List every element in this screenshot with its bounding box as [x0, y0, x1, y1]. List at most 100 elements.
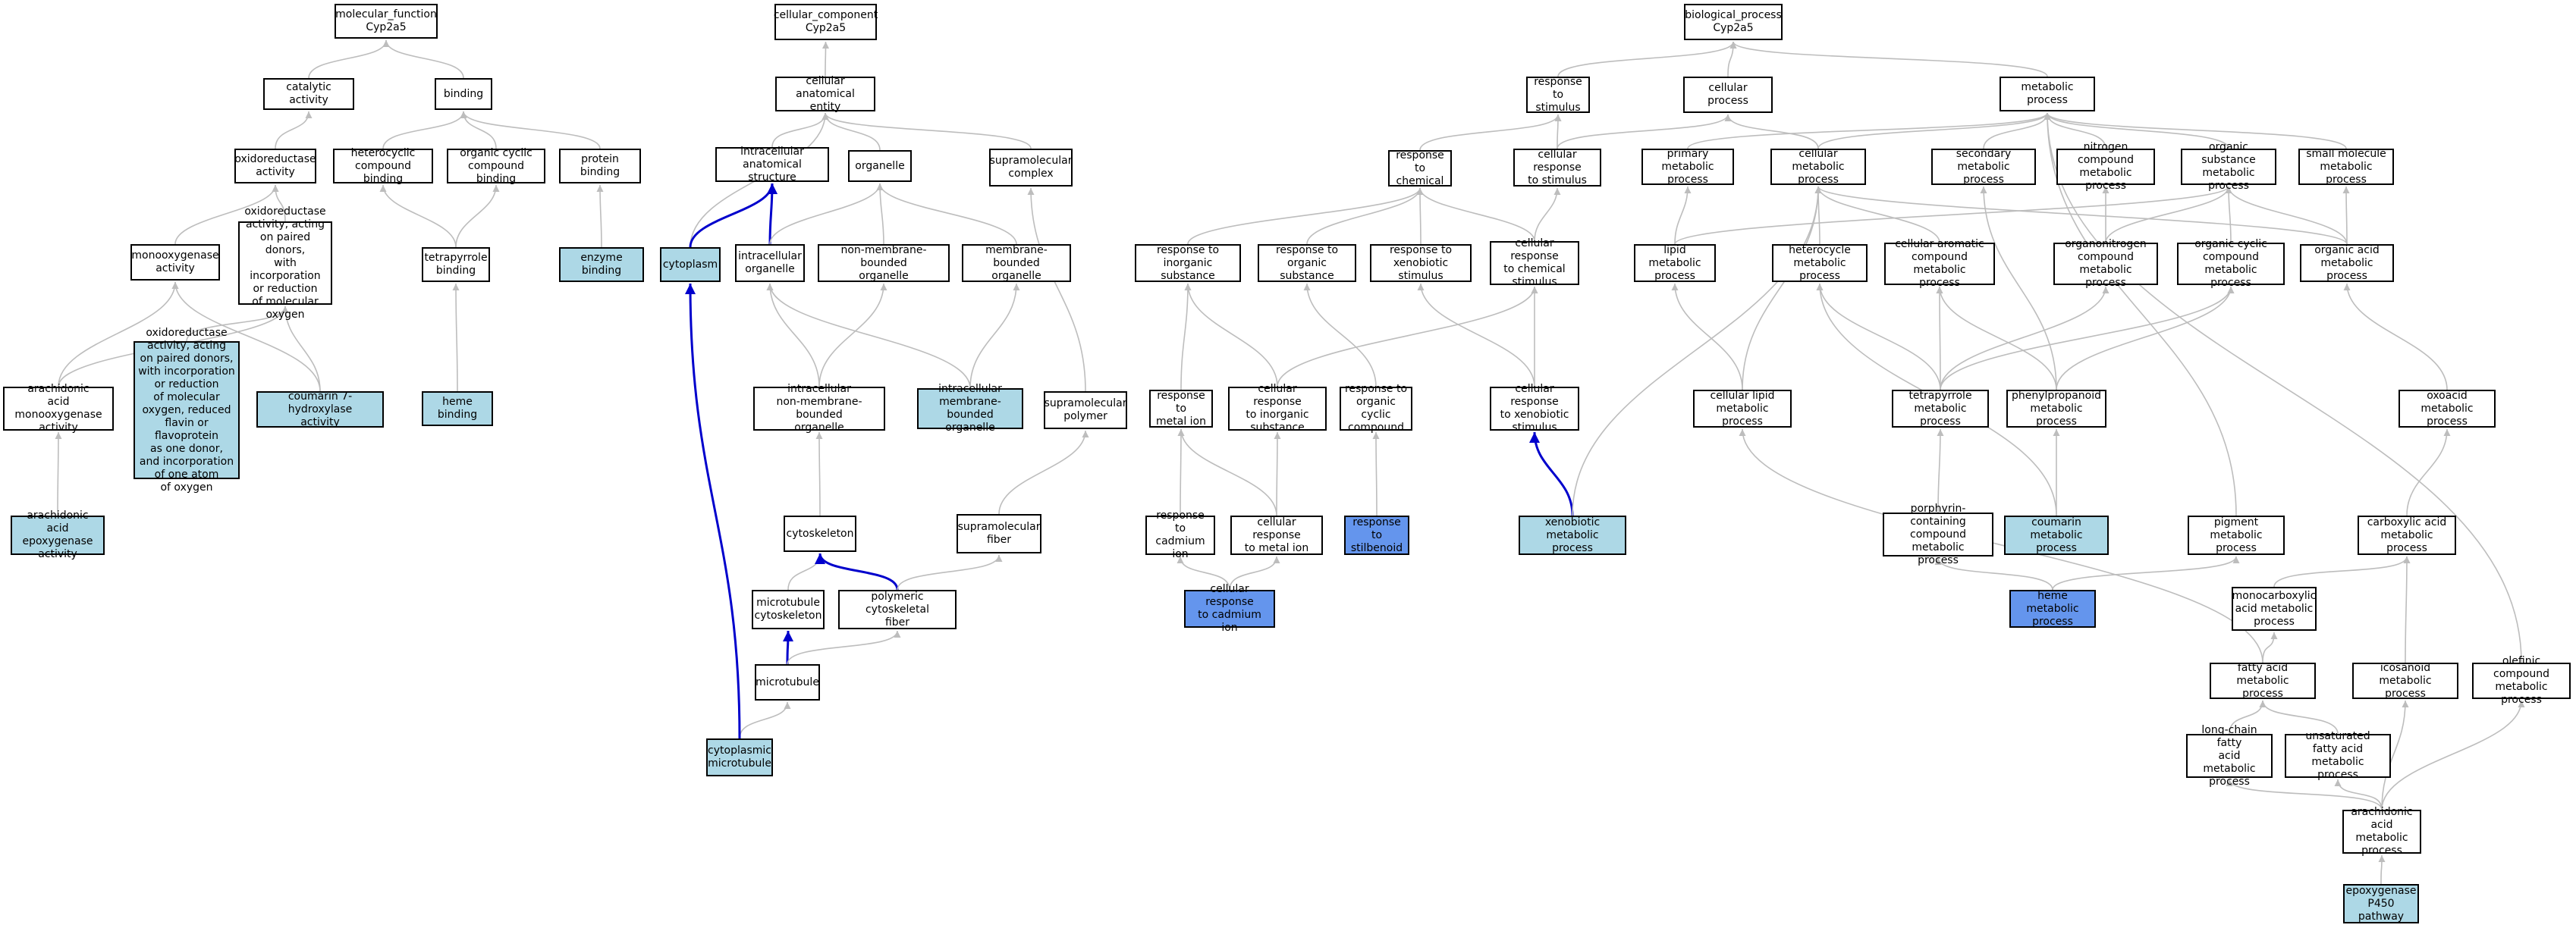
- edge-organic_substance_metabolic-to-metabolic_process: [2044, 112, 2229, 149]
- edge-arachidonic_metabolic-to-unsaturated_fatty: [2334, 779, 2383, 810]
- node-arachidonic-acid-epoxygenase[interactable]: arachidonic acid epoxygenase activity: [11, 509, 105, 560]
- node-primary-metabolic-process[interactable]: primary metabolic process: [1641, 148, 1734, 186]
- node-intracellular-non-membrane-bounded-organelle[interactable]: intracellular non-membrane-bounded organ…: [753, 383, 885, 434]
- node-olefinic-compound-metabolic-process[interactable]: olefinic compound metabolic process: [2472, 655, 2571, 706]
- node-cellular-response-to-xenobiotic-stimulus[interactable]: cellular response to xenobiotic stimulus: [1490, 383, 1579, 434]
- node-cellular-response-to-inorganic-substance[interactable]: cellular response to inorganic substance: [1228, 383, 1327, 434]
- node-response-to-inorganic-substance[interactable]: response to inorganic substance: [1135, 244, 1241, 282]
- node-fatty-acid-metabolic-process[interactable]: fatty acid metabolic process: [2210, 662, 2316, 700]
- node-protein-binding[interactable]: protein binding: [559, 149, 641, 183]
- node-response-to-xenobiotic-stimulus[interactable]: response to xenobiotic stimulus: [1370, 244, 1472, 282]
- node-tetrapyrrole-binding[interactable]: tetrapyrrole binding: [422, 247, 490, 282]
- node-organic-acid-metabolic-process[interactable]: organic acid metabolic process: [2300, 244, 2394, 282]
- node-response-to-cadmium-ion[interactable]: response to cadmium ion: [1145, 509, 1215, 560]
- node-cytoplasm[interactable]: cytoplasm: [660, 247, 721, 282]
- node-cellular-anatomical-entity[interactable]: cellular anatomical entity: [775, 75, 875, 113]
- node-lipid-metabolic-process[interactable]: lipid metabolic process: [1634, 244, 1716, 282]
- edge-organic_acid_metabolic-to-organic_substance_metabolic: [2225, 186, 2348, 245]
- edge-arachidonic_metabolic-to-olefinic_metabolic: [2381, 700, 2525, 810]
- node-organic-substance-metabolic-process[interactable]: organic substance metabolic process: [2181, 141, 2276, 192]
- node-unsaturated-fatty-acid-metabolic-process[interactable]: unsaturated fatty acid metabolic process: [2285, 730, 2391, 781]
- node-heterocycle-metabolic-process[interactable]: heterocycle metabolic process: [1772, 244, 1868, 282]
- node-oxidoreductase-activity[interactable]: oxidoreductase activity: [234, 149, 316, 183]
- node-coumarin-7-hydroxylase[interactable]: coumarin 7-hydroxylase activity: [256, 390, 384, 428]
- node-microtubule-cytoskeleton[interactable]: microtubule cytoskeleton: [752, 590, 825, 629]
- edge-tetrapyrrole_metabolic-to-organonitrogen: [1940, 286, 2109, 390]
- node-response-to-stilbenoid[interactable]: response to stilbenoid: [1344, 516, 1409, 555]
- node-heterocyclic-compound-binding[interactable]: heterocyclic compound binding: [333, 147, 433, 185]
- edge-oxoacid_metabolic-to-organic_acid_metabolic: [2343, 283, 2448, 390]
- node-cellular-response-to-chemical-stimulus[interactable]: cellular response to chemical stimulus: [1490, 237, 1579, 288]
- node-microtubule[interactable]: microtubule: [755, 664, 820, 701]
- node-epoxygenase-p450-pathway[interactable]: epoxygenase P450 pathway: [2343, 884, 2419, 923]
- edge-arachidonic_monooxygenase-to-monooxygenase: [58, 281, 179, 387]
- node-intracellular-organelle[interactable]: intracellular organelle: [735, 244, 805, 282]
- node-molecular-function[interactable]: molecular_function Cyp2a5: [335, 4, 438, 39]
- node-cellular-metabolic-process[interactable]: cellular metabolic process: [1770, 148, 1866, 186]
- node-response-to-organic-cyclic-compound[interactable]: response to organic cyclic compound: [1340, 383, 1412, 434]
- edge-primary_metabolic-to-metabolic_process: [1687, 112, 2051, 149]
- node-arachidonic-acid-metabolic-process[interactable]: arachidonic acid metabolic process: [2342, 806, 2421, 857]
- node-membrane-bounded-organelle[interactable]: membrane-bounded organelle: [962, 244, 1071, 282]
- node-cellular-process[interactable]: cellular process: [1683, 77, 1773, 113]
- edge-cellular_response_xenobiotic-to-response_xenobiotic: [1417, 283, 1535, 387]
- node-cytoplasmic-microtubule[interactable]: cytoplasmic microtubule: [706, 738, 773, 776]
- node-cytoskeleton[interactable]: cytoskeleton: [784, 516, 856, 552]
- edge-enzyme_binding-to-protein_binding: [596, 184, 604, 248]
- node-enzyme-binding[interactable]: enzyme binding: [559, 247, 644, 282]
- node-heme-metabolic-process[interactable]: heme metabolic process: [2009, 590, 2096, 628]
- edge-cellular_response_cadmium-to-response_cadmium: [1176, 556, 1230, 591]
- node-biological-process[interactable]: biological_process Cyp2a5: [1684, 4, 1783, 40]
- node-response-to-stimulus[interactable]: response to stimulus: [1526, 76, 1590, 114]
- node-cellular-response-to-stimulus[interactable]: cellular response to stimulus: [1513, 149, 1601, 187]
- node-intracellular-membrane-bounded-organelle[interactable]: intracellular membrane-bounded organelle: [917, 383, 1023, 434]
- node-carboxylic-acid-metabolic-process[interactable]: carboxylic acid metabolic process: [2358, 516, 2456, 555]
- node-cellular-component[interactable]: cellular_component Cyp2a5: [774, 4, 878, 40]
- node-polymeric-cytoskeletal-fiber[interactable]: polymeric cytoskeletal fiber: [838, 590, 957, 629]
- node-intracellular-anatomical-structure[interactable]: intracellular anatomical structure: [715, 146, 829, 183]
- node-organic-cyclic-compound-binding[interactable]: organic cyclic compound binding: [447, 147, 545, 185]
- edge-intracellular_non_membrane-to-intracellular_organelle: [766, 283, 820, 387]
- node-monocarboxylic-acid-metabolic-process[interactable]: monocarboxylic acid metabolic process: [2232, 587, 2317, 631]
- node-small-molecule-metabolic-process[interactable]: small molecule metabolic process: [2298, 148, 2394, 186]
- node-response-to-chemical[interactable]: response to chemical: [1388, 149, 1452, 187]
- node-organelle[interactable]: organelle: [848, 150, 912, 182]
- node-cellular-lipid-metabolic-process[interactable]: cellular lipid metabolic process: [1693, 390, 1792, 428]
- node-monooxygenase-activity[interactable]: monooxygenase activity: [130, 244, 220, 281]
- edge-supramolecular_complex-to-cellular_anatomical: [821, 112, 1032, 149]
- node-metabolic-process[interactable]: metabolic process: [2000, 77, 2095, 111]
- node-non-membrane-bounded-organelle[interactable]: non-membrane-bounded organelle: [818, 244, 950, 282]
- edge-cellular_response_cadmium-to-cellular_response_metal: [1229, 556, 1280, 591]
- node-long-chain-fatty-acid-metabolic-process[interactable]: long-chain fatty acid metabolic process: [2186, 724, 2273, 788]
- edge-cellular_aromatic-to-cellular_metabolic: [1814, 186, 1940, 243]
- node-supramolecular-complex[interactable]: supramolecular complex: [989, 149, 1073, 187]
- node-heme-binding[interactable]: heme binding: [422, 391, 493, 426]
- edge-cellular_response_stimulus-to-response_stimulus: [1554, 114, 1562, 149]
- edge-intracellular_membrane-to-membrane_organelle: [969, 283, 1020, 389]
- node-pigment-metabolic-process[interactable]: pigment metabolic process: [2188, 516, 2285, 555]
- node-xenobiotic-metabolic-process[interactable]: xenobiotic metabolic process: [1519, 516, 1626, 555]
- node-supramolecular-fiber[interactable]: supramolecular fiber: [957, 514, 1041, 553]
- node-organonitrogen-compound-metabolic-process[interactable]: organonitrogen compound metabolic proces…: [2053, 238, 2158, 289]
- node-oxidoreductase-reduced-flavin[interactable]: oxidoreductase activity, acting on paire…: [134, 327, 240, 494]
- node-organic-cyclic-compound-metabolic-process[interactable]: organic cyclic compound metabolic proces…: [2177, 238, 2285, 289]
- node-phenylpropanoid-metabolic-process[interactable]: phenylpropanoid metabolic process: [2006, 390, 2106, 428]
- node-nitrogen-compound-metabolic-process[interactable]: nitrogen compound metabolic process: [2056, 141, 2155, 192]
- node-coumarin-metabolic-process[interactable]: coumarin metabolic process: [2004, 516, 2109, 555]
- edge-phenylpropanoid_metabolic-to-secondary_metabolic: [1980, 186, 2057, 390]
- node-cellular-response-to-metal-ion[interactable]: cellular response to metal ion: [1230, 516, 1323, 555]
- node-secondary-metabolic-process[interactable]: secondary metabolic process: [1931, 148, 2036, 186]
- node-icosanoid-metabolic-process[interactable]: icosanoid metabolic process: [2352, 662, 2458, 700]
- node-binding[interactable]: binding: [435, 78, 492, 110]
- node-oxidoreductase-paired-donors[interactable]: oxidoreductase activity, acting on paire…: [238, 205, 332, 321]
- node-response-to-metal-ion[interactable]: response to metal ion: [1149, 390, 1213, 428]
- node-arachidonic-acid-monooxygenase[interactable]: arachidonic acid monooxygenase activity: [3, 383, 114, 434]
- node-cellular-response-to-cadmium-ion[interactable]: cellular response to cadmium ion: [1184, 583, 1275, 634]
- node-supramolecular-polymer[interactable]: supramolecular polymer: [1044, 391, 1127, 429]
- node-porphyrin-containing-compound-metabolic-process[interactable]: porphyrin-containing compound metabolic …: [1883, 503, 1993, 566]
- node-oxoacid-metabolic-process[interactable]: oxoacid metabolic process: [2399, 390, 2496, 428]
- node-catalytic-activity[interactable]: catalytic activity: [263, 78, 354, 110]
- node-response-to-organic-substance[interactable]: response to organic substance: [1258, 244, 1356, 282]
- node-tetrapyrrole-metabolic-process[interactable]: tetrapyrrole metabolic process: [1892, 390, 1989, 428]
- node-cellular-aromatic-compound-metabolic-process[interactable]: cellular aromatic compound metabolic pro…: [1884, 238, 1995, 289]
